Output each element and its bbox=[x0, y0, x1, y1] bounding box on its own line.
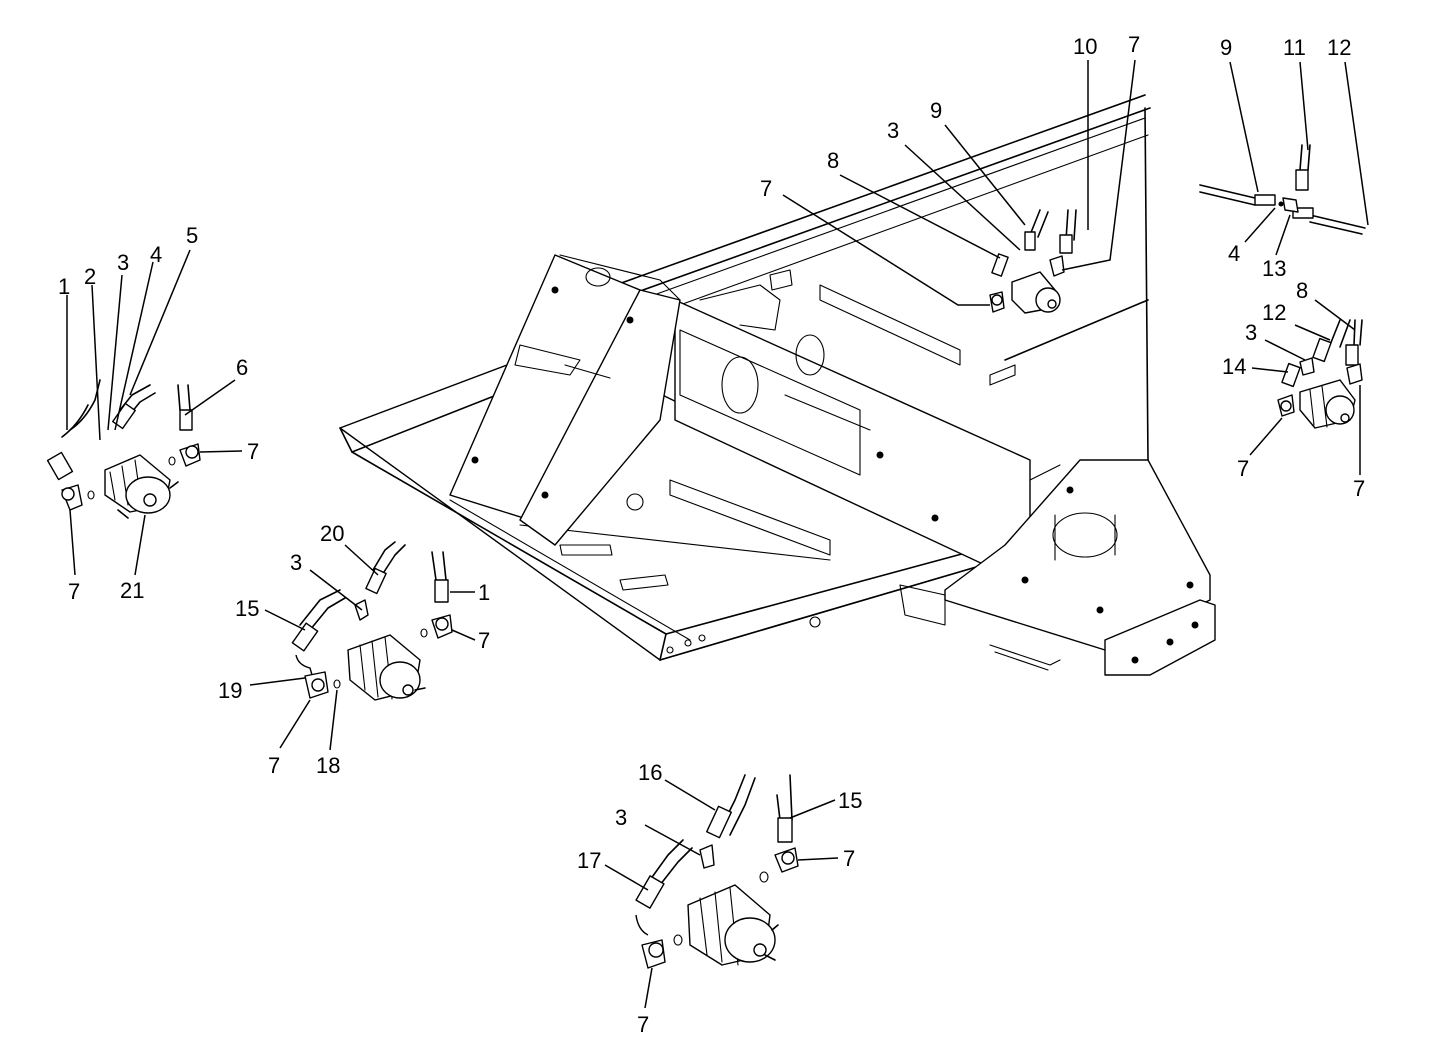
callout-16: 16 bbox=[638, 760, 662, 785]
callout-7: 7 bbox=[760, 176, 772, 201]
callout-5: 5 bbox=[186, 223, 198, 248]
callout-9: 9 bbox=[1220, 35, 1232, 60]
callout-2: 2 bbox=[84, 264, 96, 289]
callout-17: 17 bbox=[577, 848, 601, 873]
chassis-frame bbox=[339, 94, 1216, 676]
callout-12: 12 bbox=[1262, 300, 1286, 325]
motor-assembly-upper-right bbox=[989, 209, 1077, 314]
callout-20: 20 bbox=[320, 521, 344, 546]
callout-13: 13 bbox=[1262, 256, 1286, 281]
callout-4: 4 bbox=[1228, 241, 1240, 266]
callout-12: 12 bbox=[1327, 35, 1351, 60]
callout-3: 3 bbox=[1245, 320, 1257, 345]
callout-3: 3 bbox=[615, 805, 627, 830]
callout-7: 7 bbox=[1237, 456, 1249, 481]
callout-6: 6 bbox=[236, 355, 248, 380]
motor-assembly-bottom bbox=[635, 774, 799, 969]
callout-19: 19 bbox=[218, 678, 242, 703]
callout-7: 7 bbox=[1128, 32, 1140, 57]
callout-7: 7 bbox=[268, 753, 280, 778]
callout-18: 18 bbox=[316, 753, 340, 778]
callout-3: 3 bbox=[887, 118, 899, 143]
motor-assembly-middle-left bbox=[291, 541, 453, 701]
callout-4: 4 bbox=[150, 242, 162, 267]
callout-7: 7 bbox=[247, 439, 259, 464]
leader-lines bbox=[66, 59, 1369, 1009]
callout-10: 10 bbox=[1073, 34, 1097, 59]
motor-assembly-left bbox=[46, 379, 201, 519]
callout-14: 14 bbox=[1222, 354, 1246, 379]
callout-15: 15 bbox=[838, 788, 862, 813]
callout-8: 8 bbox=[1296, 278, 1308, 303]
callout-8: 8 bbox=[827, 148, 839, 173]
callout-21: 21 bbox=[120, 578, 144, 603]
callout-1: 1 bbox=[478, 580, 490, 605]
callout-7: 7 bbox=[1353, 476, 1365, 501]
callout-11: 11 bbox=[1283, 35, 1306, 60]
callout-7: 7 bbox=[637, 1012, 649, 1037]
motor-assembly-right bbox=[1277, 319, 1363, 429]
callout-3: 3 bbox=[117, 250, 129, 275]
callout-9: 9 bbox=[930, 98, 942, 123]
callout-labels: 1 2 3 4 5 6 7 7 21 20 3 1 15 7 19 7 18 1… bbox=[58, 32, 1365, 1037]
callout-7: 7 bbox=[478, 628, 490, 653]
callout-15: 15 bbox=[235, 596, 259, 621]
tee-fitting-assembly bbox=[1199, 144, 1366, 235]
callout-7: 7 bbox=[843, 846, 855, 871]
callout-3: 3 bbox=[290, 550, 302, 575]
callout-7: 7 bbox=[68, 579, 80, 604]
callout-1: 1 bbox=[58, 274, 70, 299]
